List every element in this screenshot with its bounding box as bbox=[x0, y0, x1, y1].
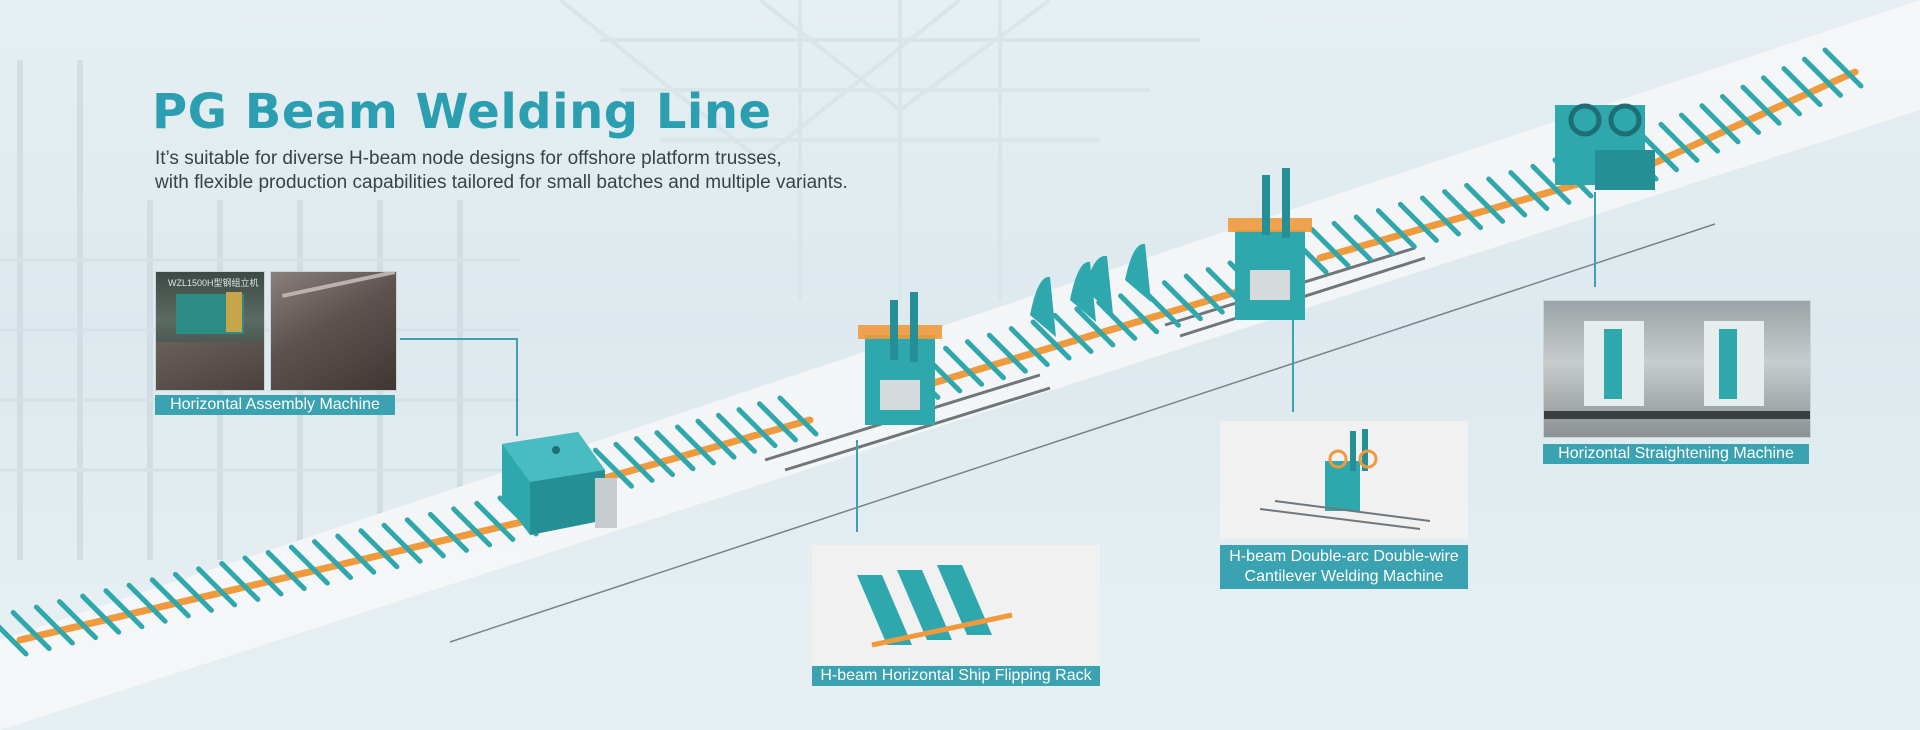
roller-bar-12 bbox=[265, 550, 307, 592]
roller-bar-73 bbox=[1802, 56, 1843, 98]
roller-bar-56 bbox=[1397, 201, 1439, 243]
roller-bar-18 bbox=[404, 517, 446, 559]
roller-bar-0 bbox=[0, 624, 29, 657]
roller-bar-5 bbox=[103, 588, 145, 630]
roller-bar-15 bbox=[335, 533, 377, 575]
conveyor-image bbox=[1544, 411, 1810, 419]
page-subtitle-line-1: It’s suitable for diverse H-beam node de… bbox=[155, 148, 782, 169]
roller-bar-52 bbox=[1309, 227, 1351, 269]
roller-bar-45 bbox=[1118, 293, 1160, 335]
roller-bar-30 bbox=[716, 412, 757, 454]
straightening-caption: Horizontal Straightening Machine bbox=[1543, 444, 1809, 464]
roller-bar-16 bbox=[358, 528, 400, 570]
roller-bar-74 bbox=[1822, 47, 1864, 89]
assembly-connector-vertical bbox=[516, 338, 518, 436]
welding-connector bbox=[1292, 320, 1294, 412]
roller-bar-24 bbox=[593, 447, 634, 489]
flipping-caption: H-beam Horizontal Ship Flipping Rack bbox=[812, 666, 1100, 686]
roller-bar-38 bbox=[965, 339, 1006, 381]
floor-edge-line bbox=[449, 223, 1716, 643]
welding-caption: H-beam Double-arc Double-wire Cantilever… bbox=[1220, 545, 1468, 589]
flipping-rack-photo bbox=[812, 545, 1100, 665]
roller-bar-29 bbox=[695, 418, 737, 460]
roller-bar-4 bbox=[80, 593, 122, 635]
assembly-caption: Horizontal Assembly Machine bbox=[155, 395, 395, 415]
roller-bar-72 bbox=[1781, 66, 1823, 108]
roller-bar-28 bbox=[675, 424, 716, 466]
page-title: PG Beam Welding Line bbox=[152, 84, 772, 140]
welding-caption-line-2: Cantilever Welding Machine bbox=[1244, 568, 1444, 585]
roller-bar-2 bbox=[33, 604, 75, 646]
roller-bar-13 bbox=[288, 544, 330, 586]
floor-image bbox=[156, 342, 264, 390]
roller-bar-55 bbox=[1375, 208, 1417, 250]
roller-bar-43 bbox=[1074, 306, 1116, 348]
roller-bar-26 bbox=[634, 436, 675, 478]
roller-bar-57 bbox=[1420, 195, 1461, 237]
roller-bar-7 bbox=[149, 577, 191, 619]
assembly-machine-drawing bbox=[502, 432, 617, 535]
roller-bar-53 bbox=[1331, 220, 1373, 262]
roller-bar-1 bbox=[10, 610, 52, 652]
roller-bar-70 bbox=[1740, 84, 1782, 126]
straightening-machine-drawing bbox=[1555, 103, 1655, 190]
roller-bar-48 bbox=[1183, 273, 1225, 315]
flipping-racks-drawing bbox=[1030, 243, 1151, 337]
roller-bar-11 bbox=[242, 555, 284, 597]
flipping-rack-image bbox=[857, 565, 1013, 648]
roller-bar-33 bbox=[777, 395, 819, 437]
welding-station-2-drawing bbox=[1228, 168, 1312, 320]
roller-bar-14 bbox=[312, 539, 354, 581]
welding-caption-line-1: H-beam Double-arc Double-wire bbox=[1229, 548, 1459, 565]
roller-bar-32 bbox=[757, 401, 798, 443]
roller-bar-3 bbox=[57, 599, 99, 641]
roller-bar-54 bbox=[1353, 214, 1395, 256]
roller-bar-31 bbox=[736, 407, 778, 449]
roller-bar-41 bbox=[1030, 319, 1072, 361]
roller-bar-21 bbox=[474, 500, 516, 542]
machine-panel-image bbox=[1604, 329, 1622, 399]
welding-station-1-drawing bbox=[858, 292, 942, 425]
flipping-connector bbox=[856, 440, 858, 532]
roller-bar-69 bbox=[1720, 94, 1761, 135]
roller-bar-58 bbox=[1442, 189, 1484, 231]
roller-bar-19 bbox=[427, 511, 469, 553]
roller-bar-68 bbox=[1699, 103, 1741, 145]
roller-bar-40 bbox=[1008, 326, 1050, 368]
roller-bar-10 bbox=[219, 560, 261, 602]
roller-bar-66 bbox=[1658, 121, 1700, 163]
roller-bar-44 bbox=[1096, 299, 1138, 341]
welding-machine-photo bbox=[1220, 421, 1468, 539]
assembly-photo-text: WZL1500H型钢组立机 bbox=[168, 278, 259, 288]
roller-bar-27 bbox=[654, 430, 696, 472]
assembly-photo-right bbox=[270, 271, 397, 391]
roller-bar-17 bbox=[381, 522, 423, 564]
roller-bar-8 bbox=[172, 571, 214, 613]
machine-panel-image-2 bbox=[1719, 329, 1737, 399]
straightening-machine-photo bbox=[1543, 300, 1811, 438]
roller-bar-65 bbox=[1638, 131, 1679, 173]
roller-bar-60 bbox=[1486, 176, 1528, 218]
page-subtitle-line-2: with flexible production capabilities ta… bbox=[155, 172, 848, 193]
roller-bar-37 bbox=[943, 345, 985, 387]
roller-bar-42 bbox=[1052, 313, 1094, 354]
roller-bar-6 bbox=[126, 582, 168, 624]
roller-bar-71 bbox=[1761, 75, 1802, 117]
roller-bar-25 bbox=[613, 441, 655, 483]
roller-bar-59 bbox=[1464, 182, 1506, 224]
assembly-connector-horizontal bbox=[400, 338, 518, 340]
roller-bar-9 bbox=[196, 566, 238, 608]
assembly-photo-left: WZL1500H型钢组立机 bbox=[155, 271, 265, 391]
roller-bar-67 bbox=[1679, 112, 1720, 154]
curtain-image bbox=[226, 292, 242, 332]
welding-machine-image bbox=[1259, 429, 1431, 530]
roller-bar-39 bbox=[986, 332, 1028, 374]
roller-bar-62 bbox=[1530, 163, 1572, 205]
roller-bar-20 bbox=[451, 506, 493, 548]
straightening-connector bbox=[1594, 192, 1596, 287]
roller-bar-47 bbox=[1161, 280, 1203, 322]
beam-edge-image bbox=[281, 272, 396, 298]
roller-bar-61 bbox=[1508, 170, 1550, 212]
